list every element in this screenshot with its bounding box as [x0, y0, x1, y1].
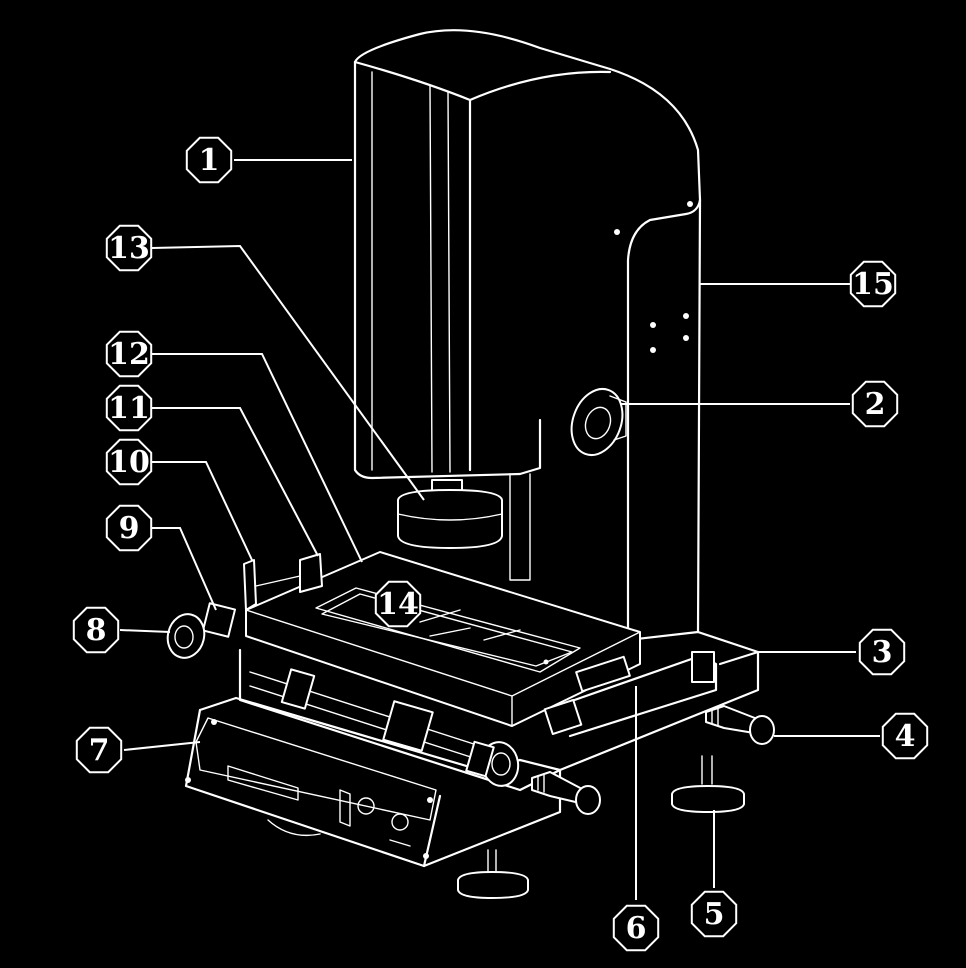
- callout-number: 4: [895, 719, 916, 754]
- callout-6: 6: [612, 904, 660, 952]
- leader-8: [119, 629, 171, 633]
- callout-13: 13: [105, 224, 153, 272]
- callout-badge: [851, 380, 899, 428]
- callout-4: 4: [881, 712, 929, 760]
- callout-number: 9: [119, 511, 140, 546]
- callout-2: 2: [851, 380, 899, 428]
- leader-10: [152, 461, 253, 561]
- adjusting-screws: [531, 705, 775, 815]
- callout-number: 7: [89, 733, 110, 768]
- stage-y-knob: [465, 740, 520, 787]
- leader-11: [152, 407, 319, 557]
- callout-badge: [374, 580, 422, 628]
- callout-12: 12: [105, 330, 153, 378]
- callout-number: 8: [86, 613, 107, 648]
- base-plate: [518, 630, 760, 772]
- callout-number: 6: [626, 911, 647, 946]
- callout-number: 15: [852, 267, 894, 302]
- objective-lens: [397, 473, 531, 581]
- callout-badge: [105, 330, 153, 378]
- callout-badge: [105, 384, 153, 432]
- callout-number: 3: [872, 635, 893, 670]
- callout-number: 1: [199, 143, 220, 178]
- callout-10: 10: [105, 438, 153, 486]
- xy-stage: [238, 551, 718, 792]
- callout-badge: [690, 890, 738, 938]
- callout-number: 14: [377, 587, 419, 622]
- leveling-feet: [457, 755, 745, 899]
- callout-number: 11: [108, 391, 150, 426]
- leader-12: [152, 353, 363, 563]
- callout-badge: [185, 136, 233, 184]
- callout-badge: [612, 904, 660, 952]
- callout-3: 3: [858, 628, 906, 676]
- callout-14: 14: [374, 580, 422, 628]
- callout-11: 11: [105, 384, 153, 432]
- callout-number: 13: [108, 231, 150, 266]
- machine-illustration: [166, 29, 775, 899]
- callout-badge: [858, 628, 906, 676]
- callout-15: 15: [849, 260, 897, 308]
- callout-5: 5: [690, 890, 738, 938]
- leader-lines: [119, 159, 880, 900]
- callout-badge: [105, 438, 153, 486]
- callout-badge: [75, 726, 123, 774]
- callout-number: 10: [108, 445, 150, 480]
- callout-badge: [849, 260, 897, 308]
- callout-badge: [881, 712, 929, 760]
- callout-7: 7: [75, 726, 123, 774]
- leader-13: [151, 244, 425, 501]
- callout-badge: [72, 606, 120, 654]
- callout-8: 8: [72, 606, 120, 654]
- callout-badge: [105, 504, 153, 552]
- leader-7: [123, 741, 201, 751]
- callout-badge: [105, 224, 153, 272]
- column-head: [353, 29, 702, 642]
- leader-9: [152, 527, 217, 611]
- callout-number: 2: [865, 387, 886, 422]
- focus-knob: [570, 388, 627, 456]
- callout-1: 1: [185, 136, 233, 184]
- callout-number: 12: [108, 337, 150, 372]
- callout-number: 5: [704, 897, 725, 932]
- callout-9: 9: [105, 504, 153, 552]
- stage-x-knob: [166, 602, 237, 659]
